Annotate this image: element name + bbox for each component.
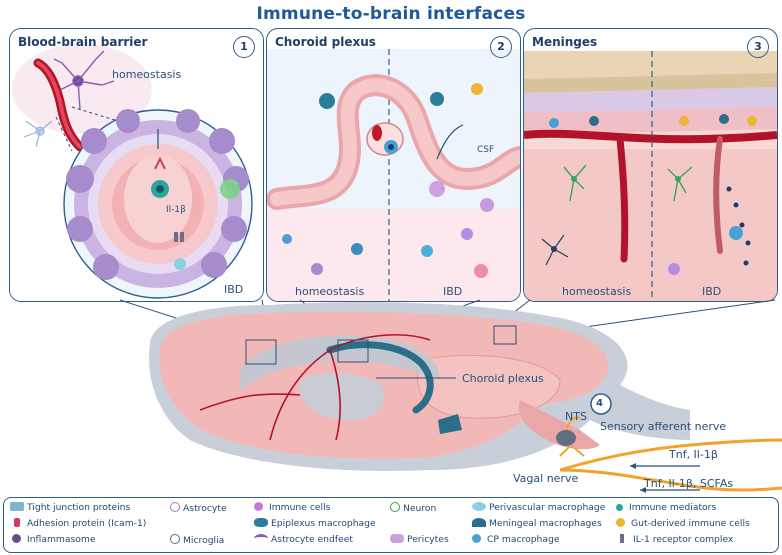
- neuron-icon: [390, 502, 400, 512]
- inflammasome-icon: [12, 534, 21, 543]
- adhesion-protein-icon: [14, 518, 20, 527]
- perivascular-macrophage-icon: [472, 502, 486, 511]
- label-signal-2: Tnf, Il-1β, SCFAs: [644, 477, 734, 490]
- label-signal-1: Tnf, Il-1β: [669, 448, 718, 461]
- legend-item: Epiplexus macrophage: [254, 518, 376, 529]
- immune-cells-icon: [254, 502, 263, 511]
- bbb-illustration: [10, 29, 263, 301]
- choroid-plexus-illustration: [267, 49, 520, 301]
- panel-title: Choroid plexus: [275, 35, 376, 49]
- il1-receptor-complex-icon: [620, 534, 624, 543]
- pericytes-icon: [390, 534, 404, 543]
- label-vagal-nerve: Vagal nerve: [513, 472, 579, 485]
- label-ibd: IBD: [224, 283, 244, 296]
- immune-mediators-icon: [616, 504, 623, 511]
- epiplexus-macrophage-icon: [254, 518, 268, 527]
- astrocyte-icon: [23, 120, 53, 148]
- legend-item: Inflammasome: [10, 534, 96, 545]
- label-nts: NTS: [565, 410, 587, 423]
- legend-item: Adhesion protein (Icam-1): [10, 518, 146, 529]
- cp-macrophage-icon: [472, 534, 481, 543]
- astrocyte-icon: [170, 502, 180, 512]
- microglia-icon: [170, 534, 180, 544]
- astrocyte-endfeet-icon: [254, 534, 268, 543]
- legend-item: Microglia: [170, 534, 224, 546]
- label-cytokine: Il-1β: [166, 205, 186, 215]
- legend-item: Pericytes: [390, 534, 449, 545]
- neuron-icon: [53, 50, 115, 110]
- tight-junction-icon: [10, 502, 24, 511]
- label-ibd: IBD: [702, 285, 722, 298]
- legend-item: Tight junction proteins: [10, 502, 130, 513]
- label-homeostasis: homeostasis: [562, 285, 632, 298]
- panel-number: 3: [747, 36, 769, 58]
- brain-number: 4: [596, 398, 603, 409]
- panel-number: 2: [490, 36, 512, 58]
- legend-item: Gut-derived immune cells: [616, 518, 750, 529]
- gut-derived-immune-cells-icon: [616, 518, 625, 527]
- label-sensory-afferent-nerve: Sensory afferent nerve: [600, 420, 727, 433]
- panel-title: Meninges: [532, 35, 598, 49]
- label-csf: CSF: [477, 145, 495, 155]
- legend-item: CP macrophage: [472, 534, 559, 545]
- panel-number: 1: [233, 36, 255, 58]
- label-choroid-plexus: Choroid plexus: [462, 372, 544, 385]
- label-ibd: IBD: [443, 285, 463, 298]
- legend-item: Neuron: [390, 502, 436, 514]
- legend-item: IL-1 receptor complex: [616, 534, 733, 545]
- label-homeostasis: homeostasis: [112, 68, 182, 81]
- legend-item: Astrocyte endfeet: [254, 534, 353, 545]
- legend-item: Perivascular macrophage: [472, 502, 605, 513]
- legend-item: Immune mediators: [616, 502, 716, 513]
- legend-item: Meningeal macrophages: [472, 518, 602, 529]
- panel-blood-brain-barrier: Blood-brain barrier 1 homeostasis Il-1β …: [9, 28, 264, 302]
- legend: Tight junction proteins Adhesion protein…: [3, 497, 779, 553]
- figure-title: Immune-to-brain interfaces: [256, 4, 526, 24]
- panel-meninges: Meninges 3 homeostasis IBD: [523, 28, 778, 302]
- meningeal-macrophages-icon: [472, 518, 486, 527]
- label-homeostasis: homeostasis: [295, 285, 365, 298]
- meninges-illustration: [524, 51, 777, 301]
- panel-title: Blood-brain barrier: [18, 35, 148, 49]
- legend-item: Astrocyte: [170, 502, 227, 514]
- panel-choroid-plexus: Choroid plexus 2 CSF homeostasis IBD: [266, 28, 521, 302]
- legend-item: Immune cells: [254, 502, 330, 513]
